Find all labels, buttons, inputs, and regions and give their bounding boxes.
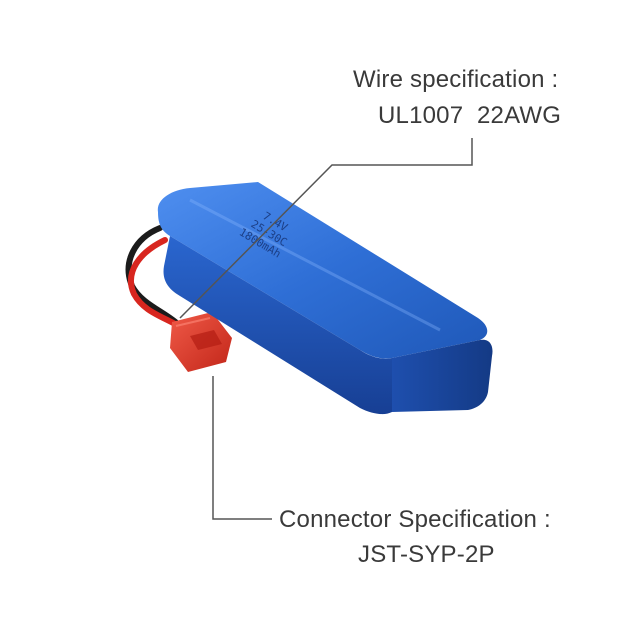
wire-spec-value: UL1007 22AWG <box>378 102 562 129</box>
wire-callout-line <box>179 138 473 319</box>
battery-front-face <box>163 236 392 415</box>
connector-callout-line <box>212 376 272 520</box>
connector-spec-value: JST-SYP-2P <box>358 541 495 568</box>
wire-spec-title: Wire specification : <box>353 66 559 93</box>
connector-spec-title: Connector Specification : <box>279 506 551 533</box>
jst-connector <box>170 312 232 372</box>
battery-end-face <box>392 339 493 412</box>
battery-top-face <box>157 182 488 359</box>
